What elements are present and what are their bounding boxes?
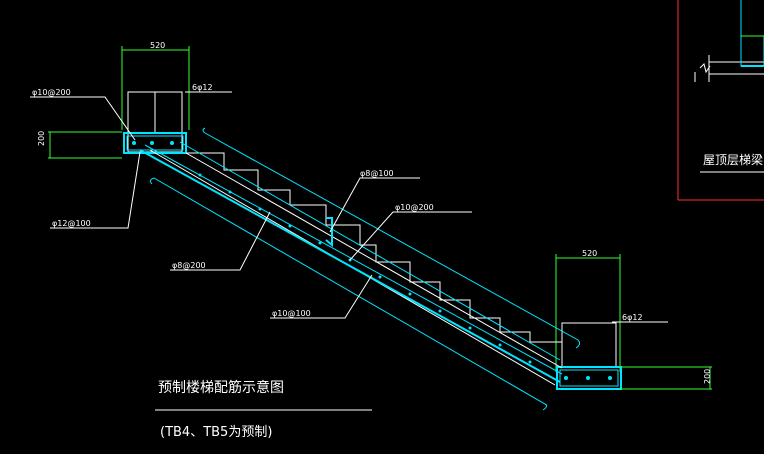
- drawing-subtitle: (TB4、TB5为预制): [160, 425, 272, 440]
- side-detail-title: 屋顶层梯梁(TL: [703, 152, 764, 167]
- drawing-title: 预制楼梯配筋示意图: [158, 379, 284, 396]
- annotations: φ10@200 6φ12 φ12@100 φ8@100 φ10@200 φ8@2…: [30, 83, 668, 323]
- top-landing-beam: 520 200: [37, 41, 190, 159]
- label-phi10-100: φ10@100: [272, 309, 311, 318]
- bottom-width-dimension: 520: [582, 249, 597, 258]
- top-width-dimension: 520: [150, 41, 165, 50]
- label-phi10-200-mid: φ10@200: [395, 203, 434, 212]
- drawing-title-block: 预制楼梯配筋示意图 (TB4、TB5为预制): [155, 379, 372, 440]
- bottom-landing-beam: 520 200: [555, 249, 712, 390]
- label-phi8-200: φ8@200: [172, 261, 206, 270]
- label-phi12-100: φ12@100: [52, 219, 91, 228]
- label-phi10-200-top: φ10@200: [32, 88, 71, 97]
- distribution-bars: [198, 173, 532, 364]
- top-height-dimension: 200: [37, 131, 46, 146]
- label-6phi12-top: 6φ12: [192, 83, 213, 92]
- label-6phi12-bottom: 6φ12: [622, 313, 643, 322]
- side-detail-frame: 屋顶层梯梁(TL: [677, 0, 764, 201]
- bottom-height-dimension: 200: [703, 369, 712, 384]
- label-phi8-100: φ8@100: [360, 169, 394, 178]
- stair-reinforcement: [139, 127, 581, 411]
